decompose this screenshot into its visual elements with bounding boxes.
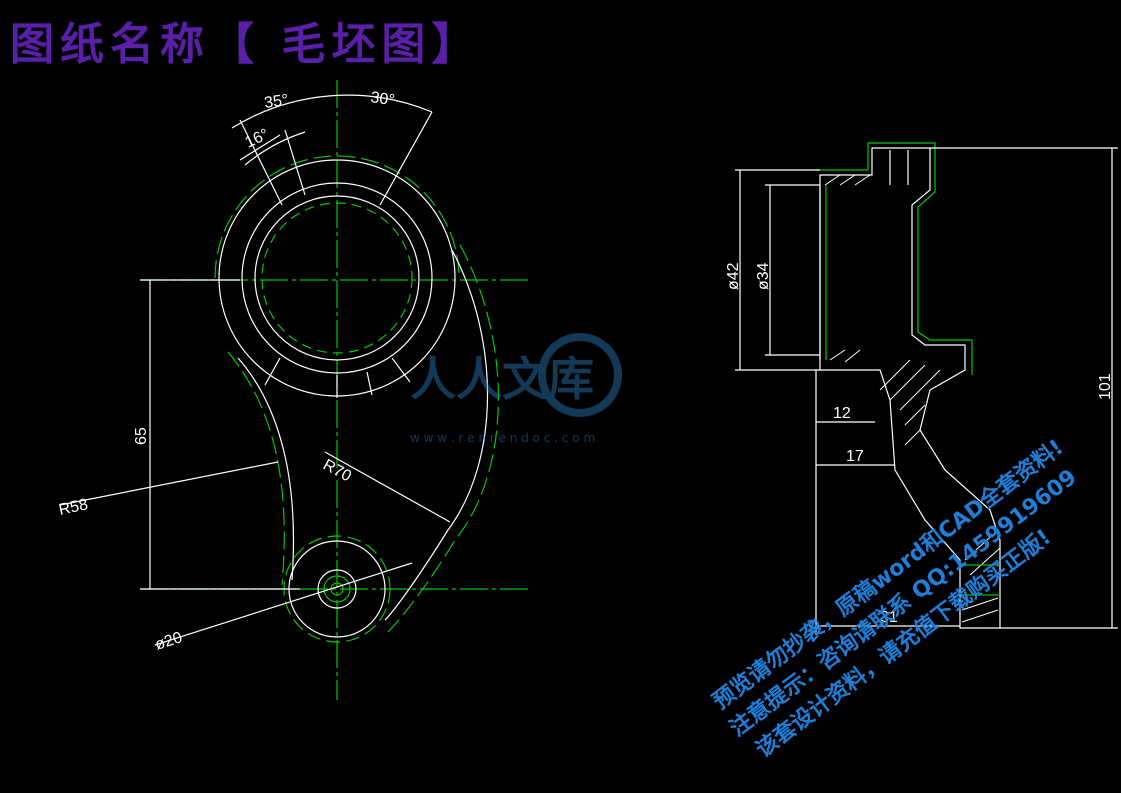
boss-inner-circle: [241, 182, 433, 374]
logo-text: 人人文库: [410, 352, 594, 406]
section-view: [735, 142, 1118, 635]
logo-url: w w w . r e n r e n d o c . c o m: [410, 431, 595, 445]
inner-bore-circle: [254, 195, 420, 361]
section-view-dims: ø42 ø34 12 17 31 101: [725, 262, 1114, 626]
dim-r58: R58: [57, 496, 89, 519]
bottom-bore: [317, 569, 357, 609]
dim-d34: ø34: [755, 262, 772, 290]
r58-leader: [59, 461, 279, 506]
dim-17: 17: [846, 448, 864, 465]
d20-leader: [154, 562, 413, 646]
dim-65: 65: [133, 427, 150, 445]
dim-angle-30: 30°: [369, 89, 395, 109]
inner-bore-allowance: [261, 202, 413, 354]
dim-angle-35: 35°: [263, 92, 289, 112]
dim-101: 101: [1097, 373, 1114, 400]
angle-arc-35-30: [231, 94, 433, 129]
dim-d20: ø20: [153, 629, 185, 654]
dim-angle-16: 16°: [243, 126, 272, 152]
dim-d42: ø42: [725, 262, 742, 290]
site-logo: 人人文库 w w w . r e n r e n d o c . c o m: [410, 333, 622, 445]
section-outline: [819, 147, 1001, 629]
boss-allowance: [214, 155, 460, 279]
drawing-title: 图纸名称【 毛坯图】: [10, 19, 482, 70]
dim-12: 12: [833, 405, 851, 422]
arm-right-edge: [384, 249, 489, 621]
dim-31: 31: [880, 609, 898, 626]
r70-leader: [324, 451, 451, 523]
front-view: [59, 80, 530, 700]
angle-arc-16: [244, 131, 306, 166]
arm-left-edge: [237, 357, 295, 581]
front-view-dims: 35° 30° 16° 65 R58 R70 ø20: [57, 89, 395, 654]
